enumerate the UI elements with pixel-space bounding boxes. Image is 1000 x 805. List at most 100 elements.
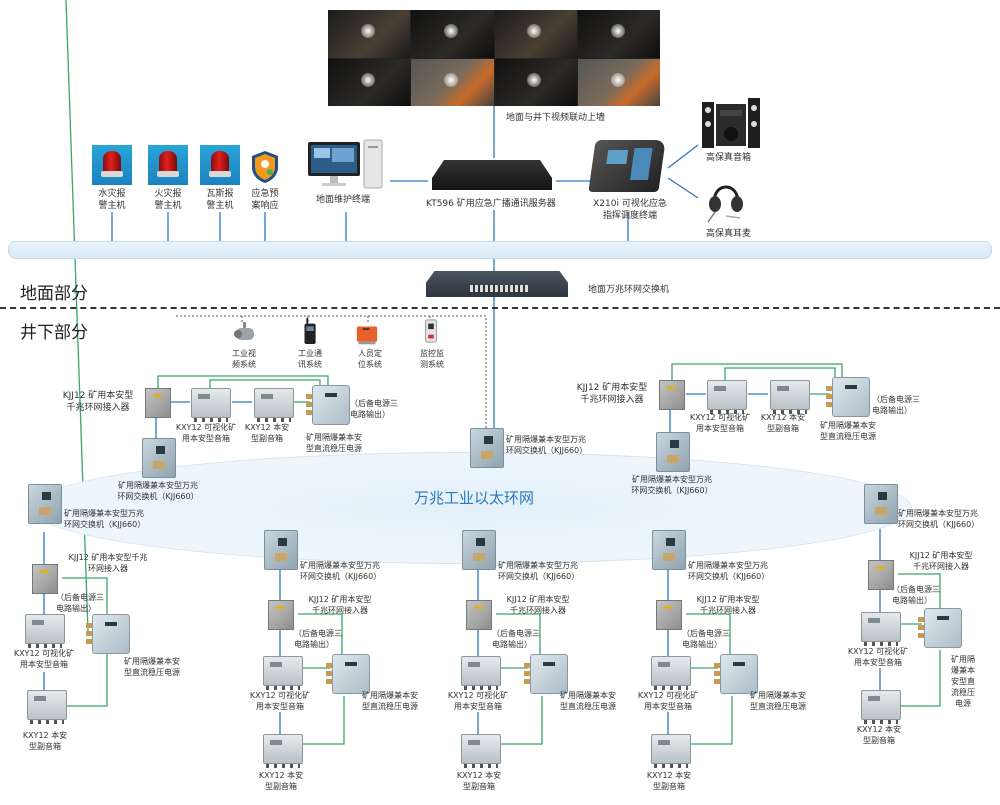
kxy12-visual-speaker xyxy=(651,656,691,690)
video-wall xyxy=(328,10,660,106)
dc-power-supply xyxy=(918,608,962,648)
kxy12-sub-speaker xyxy=(254,388,294,422)
kjj660-label: 矿用隔爆兼本安型万兆环网交换机（KJJ660） xyxy=(506,435,588,455)
psu-label: 矿用隔爆兼本安型直流稳压电源 xyxy=(560,691,616,711)
kjj660-switch xyxy=(264,530,298,570)
gas-alarm-label: 瓦斯报警主机 xyxy=(206,189,234,211)
kxy-sub-label: KXY12 本安型副音箱 xyxy=(244,423,290,443)
kxy12-visual-speaker xyxy=(861,612,901,646)
emergency-plan-label: 应急预案响应 xyxy=(251,189,279,211)
dispatch-phone-icon xyxy=(588,140,666,192)
psu-label: 矿用隔爆兼本安型直流稳压电源 xyxy=(362,691,418,711)
kjj12-access-device xyxy=(268,600,294,630)
video-feed xyxy=(577,10,660,58)
video-feed xyxy=(328,58,411,106)
kjj12-label: KJJ12 矿用本安型千兆环网接入器 xyxy=(62,391,134,413)
section-divider xyxy=(0,307,1000,309)
video-feed xyxy=(494,58,577,106)
kxy12-sub-speaker xyxy=(651,734,691,768)
speaker-icon xyxy=(702,98,760,148)
kxy12-visual-speaker xyxy=(461,656,501,690)
kjj660-switch xyxy=(864,484,898,524)
surface-section-title: 地面部分 xyxy=(20,284,88,304)
subsystem-monitor-label: 监控监测系统 xyxy=(420,349,444,369)
broadcast-server-icon xyxy=(432,160,552,190)
kxy-sub-label: KXY12 本安型副音箱 xyxy=(456,771,502,791)
computer-icon xyxy=(308,139,383,189)
kjj12-access-device xyxy=(32,564,58,594)
kjj660-switch xyxy=(652,530,686,570)
ring-switch-label: 地面万兆环网交换机 xyxy=(588,285,670,295)
ring-title: 万兆工业以太环网 xyxy=(414,489,535,507)
hifi-speaker-label: 高保真音箱 xyxy=(706,153,752,163)
surface-bus xyxy=(8,241,992,259)
kxy12-visual-speaker xyxy=(25,614,65,648)
dc-power-supply xyxy=(826,377,870,417)
kxy-visual-label: KXY12 可视化矿用本安型音箱 xyxy=(637,691,699,711)
psu-label: 矿用隔爆兼本安型直流稳压电源 xyxy=(306,433,362,453)
kjj12-access-device xyxy=(659,380,685,410)
kjj660-label: 矿用隔爆兼本安型万兆环网交换机（KJJ660） xyxy=(631,475,713,495)
psu-label: 矿用隔爆兼本安型直流稳压电源 xyxy=(124,657,180,677)
kxy12-sub-speaker xyxy=(770,380,810,414)
kxy12-visual-speaker xyxy=(263,656,303,690)
radio-icon xyxy=(304,318,316,344)
subsystem-comm-label: 工业通讯系统 xyxy=(298,349,322,369)
kxy-sub-label: KXY12 本安型副音箱 xyxy=(646,771,692,791)
subsystem-locator-label: 人员定位系统 xyxy=(358,349,382,369)
kjj12-label: KJJ12 矿用本安型千兆环网接入器 xyxy=(909,551,973,571)
backup-power-label: （后备电源三电路输出） xyxy=(492,629,540,649)
backup-power-label: （后备电源三电路输出） xyxy=(350,399,398,419)
alarm-beacon-icon xyxy=(92,145,132,185)
video-feed xyxy=(494,10,577,58)
shield-icon xyxy=(252,151,278,183)
kxy-visual-label: KXY12 可视化矿用本安型音箱 xyxy=(847,647,909,667)
kjj12-label: KJJ12 矿用本安型千兆环网接入器 xyxy=(68,553,148,573)
dc-power-supply xyxy=(306,385,350,425)
kjj12-access-device xyxy=(145,388,171,418)
alarm-beacon-icon xyxy=(200,145,240,185)
kjj12-label: KJJ12 矿用本安型千兆环网接入器 xyxy=(506,595,570,615)
kxy-visual-label: KXY12 可视化矿用本安型音箱 xyxy=(13,649,75,669)
kjj12-access-device xyxy=(656,600,682,630)
kjj660-label: 矿用隔爆兼本安型万兆环网交换机（KJJ660） xyxy=(898,509,980,529)
backup-power-label: （后备电源三电路输出） xyxy=(682,629,730,649)
ring-switch-icon xyxy=(426,271,568,297)
psu-label: 矿用隔爆兼本安型直流稳压电源 xyxy=(750,691,806,711)
psu-vertical-label: 矿用隔 爆兼本 安型直 流稳压 电源 xyxy=(951,655,975,708)
kjj12-access-device xyxy=(466,600,492,630)
kjj660-label: 矿用隔爆兼本安型万兆环网交换机（KJJ660） xyxy=(498,561,580,581)
sensor-icon xyxy=(424,319,438,343)
dc-power-supply xyxy=(524,654,568,694)
subsystem-video-label: 工业视频系统 xyxy=(232,349,256,369)
kjj660-label: 矿用隔爆兼本安型万兆环网交换机（KJJ660） xyxy=(64,509,146,529)
kjj660-label: 矿用隔爆兼本安型万兆环网交换机（KJJ660） xyxy=(300,561,382,581)
kxy12-sub-speaker xyxy=(27,690,67,724)
psu-label: 矿用隔爆兼本安型直流稳压电源 xyxy=(820,421,876,441)
video-feed xyxy=(328,10,411,58)
kjj660-switch xyxy=(28,484,62,524)
camera-icon xyxy=(234,322,254,340)
kjj660-label: 矿用隔爆兼本安型万兆环网交换机（KJJ660） xyxy=(117,481,199,501)
kxy12-sub-speaker xyxy=(263,734,303,768)
dc-power-supply xyxy=(714,654,758,694)
backup-power-label: （后备电源三电路输出） xyxy=(872,395,920,415)
kxy-sub-label: KXY12 本安型副音箱 xyxy=(22,731,68,751)
backup-power-label: （后备电源三电路输出） xyxy=(892,585,940,605)
locator-icon xyxy=(356,326,378,345)
video-feed xyxy=(411,58,494,106)
kjj660-switch xyxy=(470,428,504,468)
kjj660-switch xyxy=(462,530,496,570)
video-wall-caption: 地面与井下视频联动上墙 xyxy=(506,113,606,123)
flood-alarm-label: 水灾报警主机 xyxy=(98,189,126,211)
kxy12-visual-speaker xyxy=(191,388,231,422)
kxy-visual-label: KXY12 可视化矿用本安型音箱 xyxy=(689,413,751,433)
broadcast-server-label: KT596 矿用应急广播通讯服务器 xyxy=(426,199,556,209)
kjj12-label: KJJ12 矿用本安型千兆环网接入器 xyxy=(576,383,648,405)
kjj660-switch xyxy=(656,432,690,472)
kxy-sub-label: KXY12 本安型副音箱 xyxy=(258,771,304,791)
kxy-visual-label: KXY12 可视化矿用本安型音箱 xyxy=(249,691,311,711)
kjj12-label: KJJ12 矿用本安型千兆环网接入器 xyxy=(696,595,760,615)
kxy12-visual-speaker xyxy=(707,380,747,414)
